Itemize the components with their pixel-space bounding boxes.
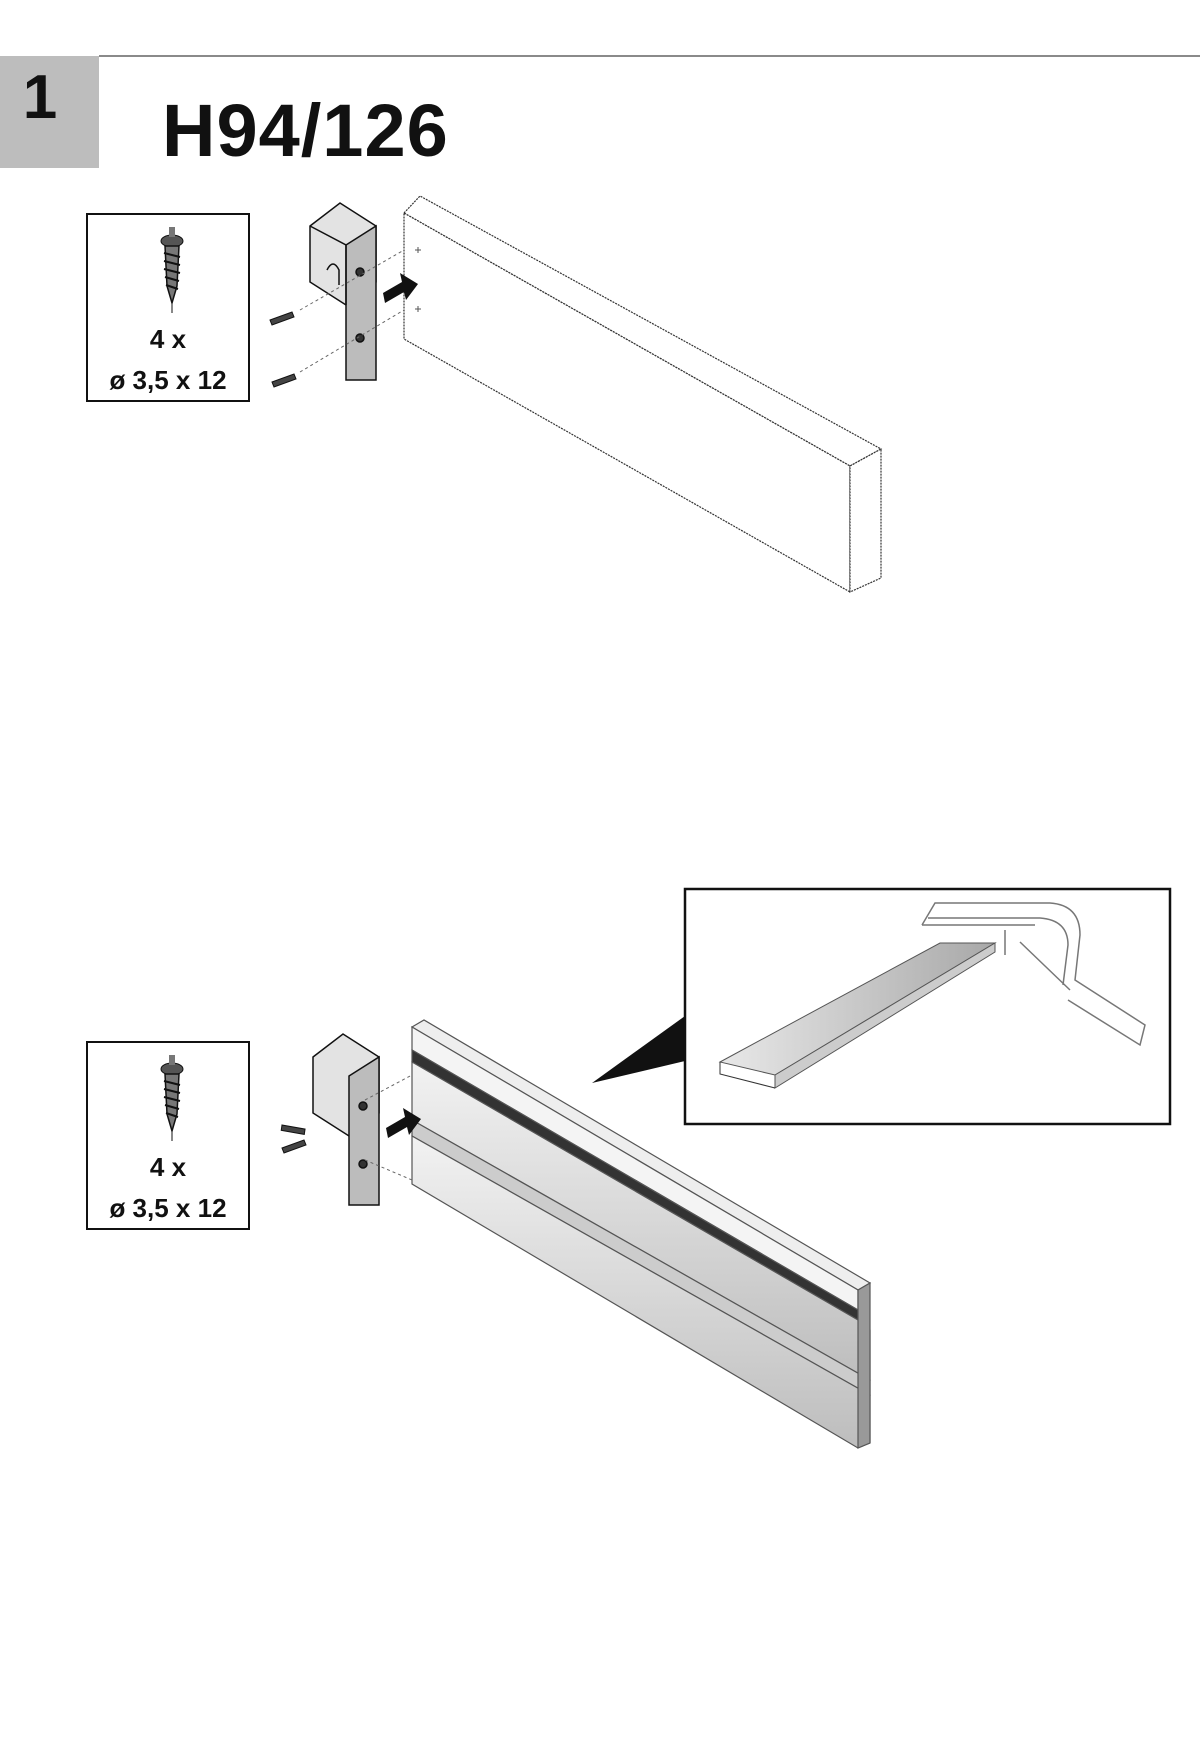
guide-lines: [364, 1074, 413, 1181]
guide-lines: [299, 249, 405, 373]
direction-arrow-icon: [383, 273, 418, 303]
wood-board: [403, 195, 883, 594]
screw-spec: ø 3,5 x 12: [109, 1193, 227, 1223]
detail-inset: [683, 887, 1172, 1126]
screw-icon: [269, 311, 295, 326]
step-number-box: [0, 56, 99, 168]
screw-quantity: 4 x: [149, 324, 187, 354]
page-title: H94/126: [162, 89, 449, 172]
screw-icon: [160, 226, 184, 314]
callout-pointer: [592, 1016, 685, 1083]
screw-spec: ø 3,5 x 12: [109, 365, 227, 395]
screw-icon: [281, 1139, 307, 1154]
mounting-bracket: [309, 202, 377, 381]
pilot-holes: [415, 247, 421, 312]
screw-icon: [160, 1054, 184, 1142]
step-number: 1: [22, 63, 58, 132]
mounting-bracket: [312, 1033, 380, 1206]
header-rule: [99, 55, 1200, 57]
screw-quantity: 4 x: [149, 1152, 187, 1182]
screw-icon: [279, 1117, 308, 1142]
direction-arrow-icon: [386, 1108, 421, 1138]
screw-icon: [271, 373, 297, 388]
aluminium-profile: [410, 1019, 872, 1449]
